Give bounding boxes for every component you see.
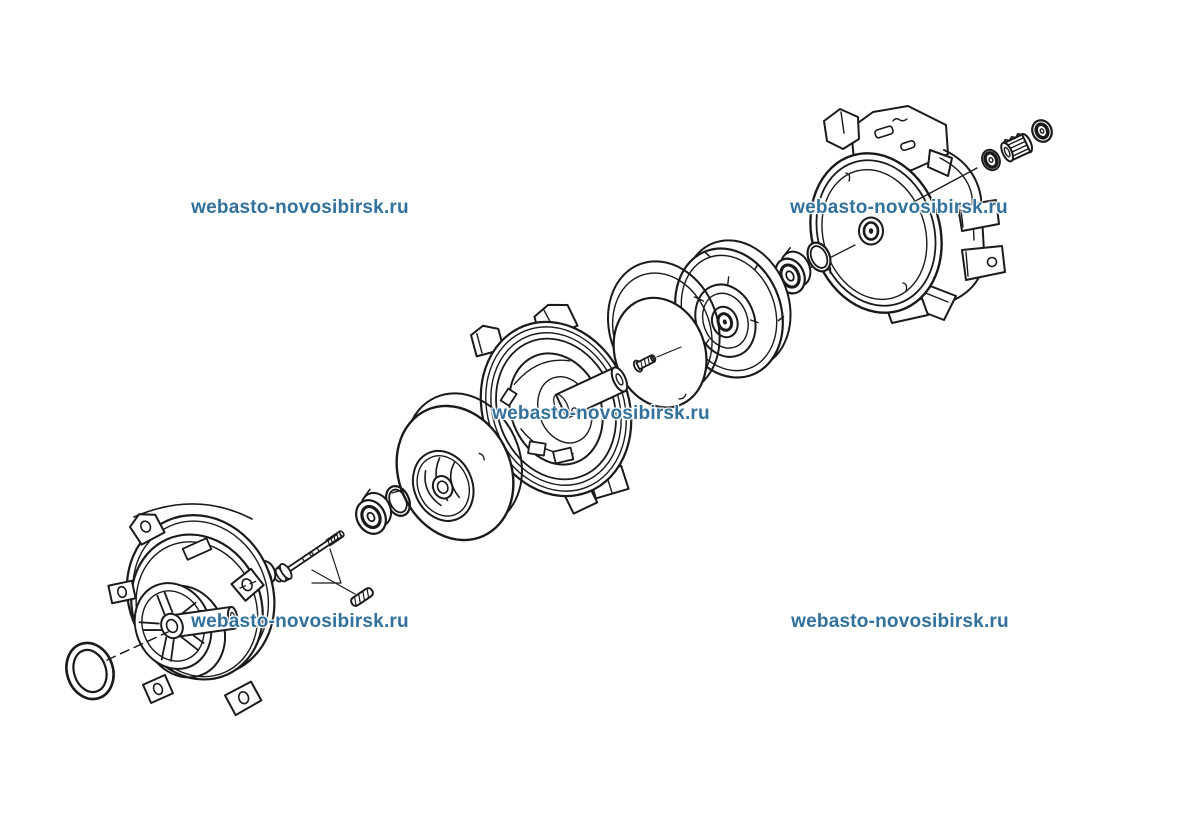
part-fan-support-disc [606,260,721,409]
part-motor-o-ring [806,241,832,273]
part-blower-fan-housing [470,303,682,515]
part-o-ring-gasket [65,641,115,701]
part-seal-washer [981,148,1001,172]
part-pump-shaft [272,530,345,583]
part-splined-coupling [1000,132,1034,163]
part-pump-cover-housing [107,503,276,717]
watermark-text: webasto-novosibirsk.ru [492,403,710,424]
watermark-text: webasto-novosibirsk.ru [790,197,1008,218]
part-shaft-nut [1031,119,1053,143]
axis-dashed-line [239,579,260,589]
part-impeller [395,392,523,542]
watermark-text: webasto-novosibirsk.ru [191,197,409,218]
watermark-text: webasto-novosibirsk.ru [191,611,409,632]
leader-line [311,548,342,584]
watermark-text: webasto-novosibirsk.ru [791,611,1009,632]
leader-line [311,569,356,595]
axis-dashed-line [106,631,169,661]
part-electric-motor [801,105,1006,324]
part-shaft-ball-bearing [355,488,393,535]
part-roll-pin [350,587,374,607]
